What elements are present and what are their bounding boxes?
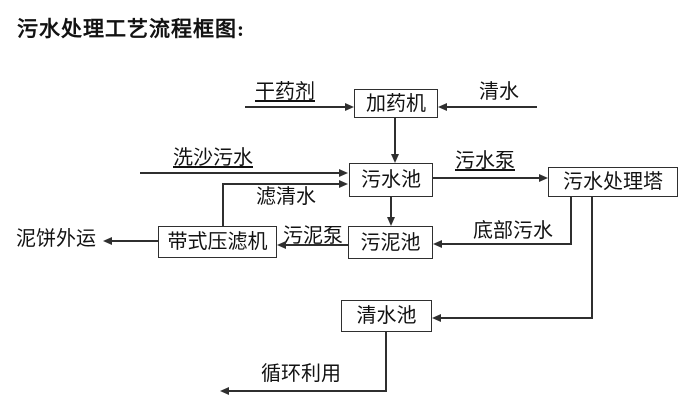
label-clean-water: 清水 [479,81,519,103]
edge-sand-washing-arrowhead [339,169,348,177]
edge-recycle-vline [385,332,387,392]
node-treatment-tower: 污水处理塔 [548,167,678,197]
edge-sewage-to-sludge-arrowhead [387,217,395,226]
edge-sand-washing-line [140,172,341,174]
label-bottom-sewage: 底部污水 [473,220,553,242]
label-dry-chemical: 干药剂 [255,81,315,103]
edge-tower-to-cleanpool-vline [591,197,593,319]
edge-sludge-pump-arrowhead [277,241,286,249]
edge-dry-chemical-line [245,106,346,108]
edge-sewage-pump-line [433,177,541,179]
node-sewage-pool: 污水池 [349,163,433,197]
label-recycle: 循环利用 [261,363,341,385]
diagram-title: 污水处理工艺流程框图: [17,17,245,41]
edge-dosing-to-sewage-line [394,118,396,156]
label-filtered-water: 滤清水 [256,186,316,208]
edge-mud-cake-arrowhead [103,237,112,245]
node-sludge-pool: 污泥池 [348,226,433,259]
label-sand-washing-sewage: 洗沙污水 [173,147,253,169]
edge-filtered-water-arrowhead [339,180,348,188]
label-sludge-pump: 污泥泵 [283,225,343,247]
edge-recycle-arrowhead [220,387,229,395]
node-dosing-machine: 加药机 [354,89,438,118]
edge-bottom-sewage-hline [441,243,571,245]
label-sewage-pump: 污水泵 [455,150,515,172]
label-mud-cake-out: 泥饼外运 [16,228,96,250]
edge-tower-to-cleanpool-hline [440,317,592,319]
edge-sewage-to-sludge-line [390,197,392,219]
edge-filtered-water-vline [222,183,224,226]
edge-dosing-to-sewage-arrowhead [391,154,399,163]
edge-dry-chemical-arrowhead [345,103,354,111]
edge-clean-water-line [446,106,537,108]
edge-bottom-sewage-vline [570,197,572,245]
edge-mud-cake-line [111,240,158,242]
node-clean-water-pool: 清水池 [341,300,432,332]
edge-clean-water-arrowhead [438,103,447,111]
edge-filtered-water-hline [222,183,341,185]
edge-bottom-sewage-arrowhead [433,240,442,248]
edge-tower-to-cleanpool-arrowhead [432,314,441,322]
edge-recycle-hline [228,390,386,392]
edge-sewage-pump-arrowhead [539,174,548,182]
edge-sludge-pump-line [285,244,348,246]
node-belt-filter-press: 带式压滤机 [158,226,277,258]
